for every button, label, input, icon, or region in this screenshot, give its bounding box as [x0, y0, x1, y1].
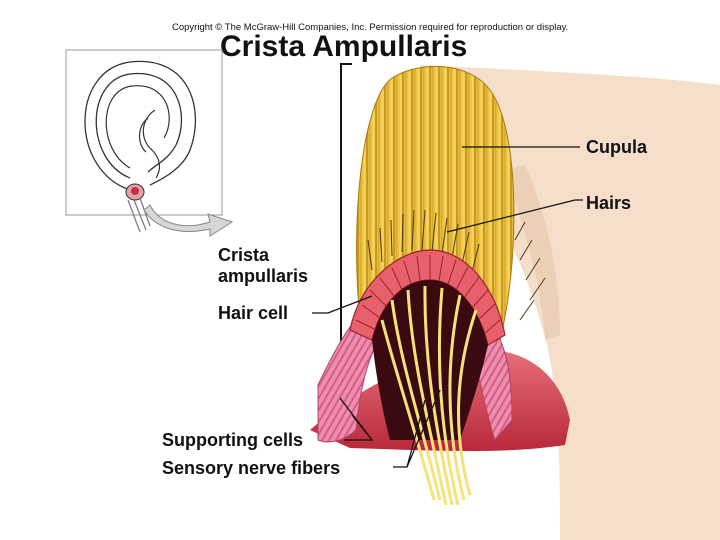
cupula-bracket: [340, 63, 352, 354]
leader-hairs: [446, 199, 583, 233]
copyright-notice: Copyright © The McGraw-Hill Companies, I…: [172, 22, 569, 33]
inset-canal-diagram: [65, 49, 223, 233]
supporting-cells-left: [317, 314, 386, 443]
leader-supporting: [339, 397, 374, 441]
label-crista-line1: Crista: [218, 245, 270, 265]
leader-hair-cell: [312, 295, 373, 314]
label-cupula: Cupula: [586, 137, 647, 157]
figure-title: Crista Ampullaris: [220, 30, 468, 63]
sensory-nerve-fibers: [380, 285, 478, 506]
label-supporting-cells: Supporting cells: [162, 430, 304, 450]
leader-lines: [312, 146, 583, 468]
hairs-tufts: [367, 209, 546, 321]
hair-cell-divisions: [355, 255, 501, 335]
label-crista-line2: ampullaris: [218, 266, 309, 286]
leader-nerve: [393, 389, 441, 468]
label-sensory-nerve-fibers: Sensory nerve fibers: [162, 458, 341, 478]
label-hair-cell: Hair cell: [218, 303, 289, 323]
zoom-arrow: [143, 204, 234, 237]
label-hairs: Hairs: [586, 193, 632, 213]
